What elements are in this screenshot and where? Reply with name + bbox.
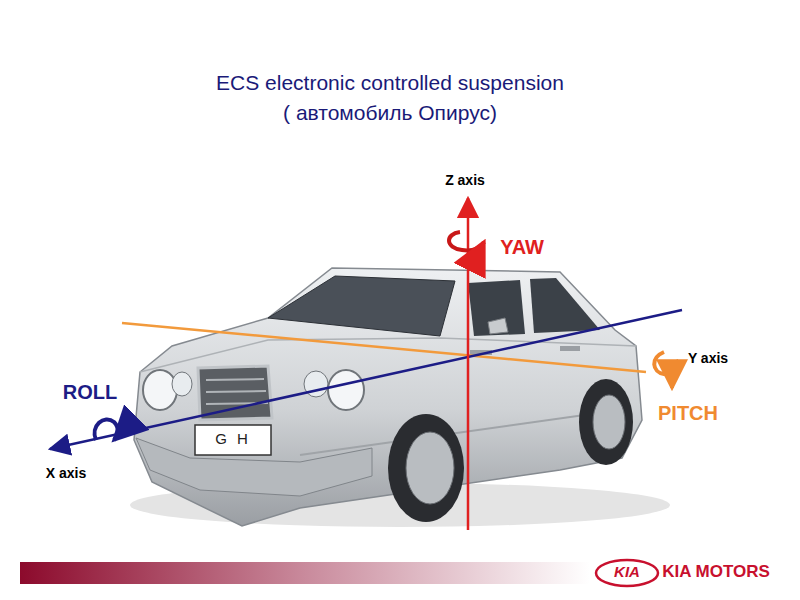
rotation-label: YAW xyxy=(500,235,544,259)
brand-name: KIA MOTORS xyxy=(662,562,770,582)
rotation-label: ROLL xyxy=(63,380,117,404)
license-plate-text: G H xyxy=(215,430,251,448)
z-axis-line xyxy=(467,198,470,530)
license-plate xyxy=(195,425,271,455)
rotation-label: PITCH xyxy=(658,401,718,425)
axis-label: X axis xyxy=(46,465,86,482)
slide-title: ECS electronic controlled suspension ( а… xyxy=(212,68,568,128)
footer-bar xyxy=(20,562,590,584)
axis-label: Y axis xyxy=(688,350,728,367)
roll-rotation xyxy=(95,419,118,440)
pitch-rotation-tip xyxy=(670,376,674,388)
car-body xyxy=(130,268,670,527)
bumper xyxy=(136,425,372,496)
wheels xyxy=(388,379,633,522)
y-axis-line xyxy=(122,323,646,372)
grille xyxy=(198,366,272,420)
axis-label: Z axis xyxy=(445,172,485,189)
logo-text: KIA xyxy=(614,563,640,581)
logo-oval xyxy=(596,560,658,586)
pitch-rotation xyxy=(654,352,677,374)
yaw-rotation xyxy=(449,232,484,250)
x-axis-line xyxy=(50,310,682,449)
